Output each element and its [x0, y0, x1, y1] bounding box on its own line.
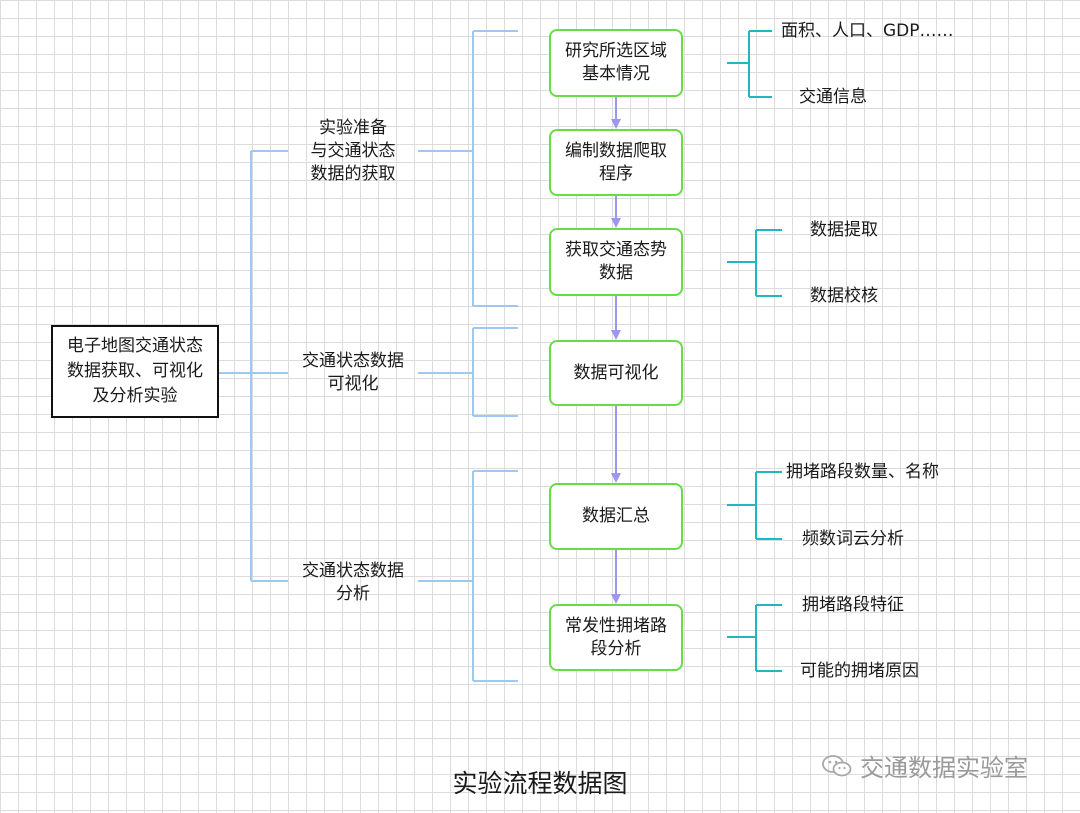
detail-word-cloud: 频数词云分析 [802, 529, 904, 549]
phase-analysis: 交通状态数据 分析 [278, 560, 428, 606]
step-data-visualization: 数据可视化 [549, 340, 683, 406]
phase-label-line: 交通状态数据 [302, 351, 404, 371]
wechat-icon [822, 754, 852, 776]
step-get-traffic-data: 获取交通态势 数据 [549, 228, 683, 296]
detail-data-extraction: 数据提取 [810, 220, 878, 240]
step-data-summary: 数据汇总 [549, 483, 683, 550]
step-label-line: 数据 [599, 263, 633, 283]
step-label-line: 数据可视化 [573, 362, 659, 383]
detail-area-population-gdp: 面积、人口、GDP…… [781, 21, 954, 41]
root-node-line: 及分析实验 [92, 386, 178, 406]
step-label-line: 数据汇总 [582, 506, 650, 526]
step-label-line: 程序 [599, 163, 633, 184]
phase-visualization: 交通状态数据 可视化 [278, 350, 428, 396]
step-label-line: 基本情况 [582, 64, 650, 84]
root-node-line: 数据获取、可视化 [67, 361, 203, 381]
step-label-line: 常发性拥堵路 [565, 615, 667, 636]
step-congestion-analysis: 常发性拥堵路 段分析 [549, 604, 683, 671]
step-label-line: 获取交通态势 [565, 240, 667, 260]
phase-label-line: 实验准备 [319, 118, 387, 138]
root-node: 电子地图交通状态 数据获取、可视化 及分析实验 [51, 325, 219, 418]
phase-bracket-connectors [418, 30, 518, 682]
detail-congestion-features: 拥堵路段特征 [802, 595, 904, 615]
root-node-line: 电子地图交通状态 [67, 336, 203, 356]
detail-congestion-causes: 可能的拥堵原因 [800, 661, 919, 681]
phase-preparation: 实验准备 与交通状态 数据的获取 [278, 117, 428, 186]
detail-bracket-connectors [727, 30, 782, 672]
step-label-line: 研究所选区域 [565, 41, 667, 61]
phase-label-line: 数据的获取 [310, 164, 396, 184]
phase-label-line: 可视化 [327, 374, 379, 394]
watermark-text: 交通数据实验室 [860, 754, 1028, 782]
phase-label-line: 分析 [336, 584, 370, 604]
watermark: 交通数据实验室 [822, 748, 1028, 783]
step-crawler-program: 编制数据爬取 程序 [549, 129, 683, 196]
detail-congestion-count-names: 拥堵路段数量、名称 [786, 462, 939, 482]
step-label-line: 编制数据爬取 [565, 140, 667, 161]
detail-data-verification: 数据校核 [810, 286, 878, 306]
step-study-area: 研究所选区域 基本情况 [549, 29, 683, 97]
phase-label-line: 交通状态数据 [302, 561, 404, 581]
diagram-caption: 实验流程数据图 [452, 769, 628, 798]
root-tree-connectors [215, 150, 288, 582]
phase-label-line: 与交通状态 [310, 141, 396, 161]
detail-traffic-info: 交通信息 [799, 87, 867, 107]
step-label-line: 段分析 [590, 638, 642, 659]
